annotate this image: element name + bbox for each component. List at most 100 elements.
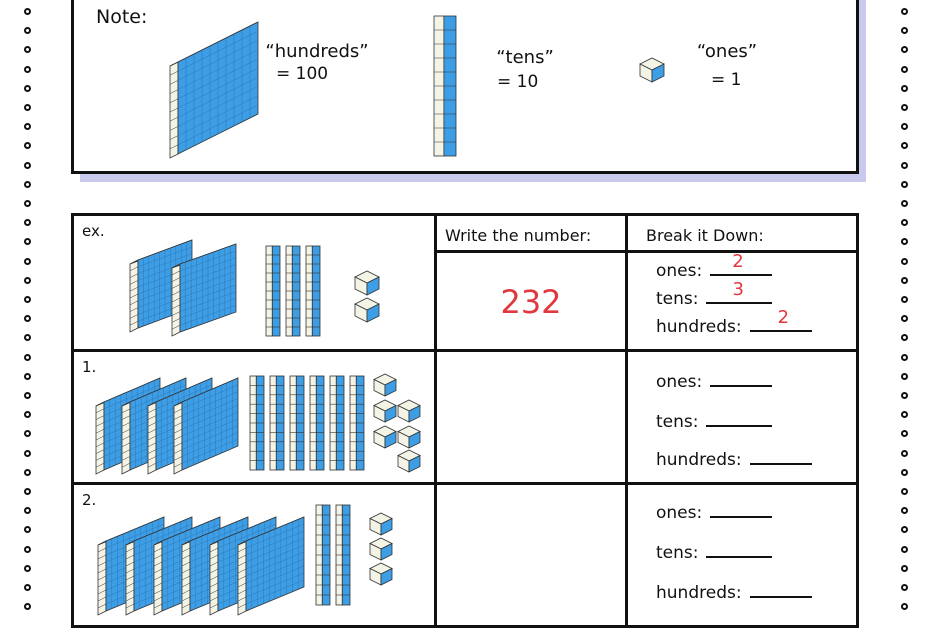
ex-tens-label: tens: xyxy=(656,289,699,309)
border-dot xyxy=(24,84,31,92)
one-cube xyxy=(397,449,421,473)
border-dot xyxy=(901,392,908,399)
border-dot xyxy=(24,219,31,227)
row2-tens-label: tens: xyxy=(656,543,699,563)
one-cube xyxy=(639,57,665,83)
border-dot xyxy=(901,296,908,303)
one-cube-block-icon xyxy=(639,57,665,83)
hundred-flat-block-icon xyxy=(169,21,259,159)
ten-rod-block-icon xyxy=(433,15,457,157)
ex-ones-blank: 2 xyxy=(710,251,773,276)
border-dot xyxy=(24,488,31,495)
example-answer-cell: 232 xyxy=(434,250,628,352)
right-dot-border xyxy=(899,0,913,620)
ex-tens-blank: 3 xyxy=(706,279,773,304)
one-cube xyxy=(369,512,393,536)
border-dot xyxy=(24,200,31,207)
ex-hundreds-value: 2 xyxy=(777,307,790,328)
example-breakdown-cell: ones:2 tens:3 hundreds:2 xyxy=(625,250,859,352)
border-dot xyxy=(901,257,908,265)
ten-rod xyxy=(249,375,265,471)
border-dot xyxy=(24,507,31,515)
border-dot xyxy=(24,65,31,73)
row1-blocks-picture xyxy=(95,373,421,475)
border-dot xyxy=(901,161,908,169)
row1-tens-blank[interactable] xyxy=(706,424,773,427)
row2-blocks-cell: 2. xyxy=(71,482,437,628)
hundred-block xyxy=(171,243,237,337)
hundred-block xyxy=(237,516,305,616)
border-dot xyxy=(901,84,908,92)
row2-ones-blank[interactable] xyxy=(710,515,773,518)
border-dot xyxy=(24,46,31,54)
ten-rod xyxy=(305,245,321,337)
border-dot xyxy=(901,27,908,35)
hundred-block xyxy=(169,21,259,159)
example-blocks-cell: ex. xyxy=(71,213,437,352)
row2-answer-cell[interactable] xyxy=(434,482,628,628)
ones-label: “ones” xyxy=(696,41,758,62)
row1-blocks-cell: 1. xyxy=(71,349,437,485)
border-dot xyxy=(24,545,31,553)
ten-rod xyxy=(335,504,351,606)
example-answer: 232 xyxy=(500,283,562,321)
ten-rod xyxy=(309,375,325,471)
border-dot xyxy=(24,411,31,419)
tens-value: = 10 xyxy=(497,72,539,92)
border-dot xyxy=(24,584,31,591)
row2-label: 2. xyxy=(82,491,97,509)
border-dot xyxy=(24,468,31,476)
border-dot xyxy=(901,507,908,515)
row2-tens-blank[interactable] xyxy=(706,555,773,558)
row1-answer-cell[interactable] xyxy=(434,349,628,485)
left-dot-border xyxy=(22,0,36,620)
note-title: Note: xyxy=(96,6,148,28)
row1-ones-label: ones: xyxy=(656,372,703,392)
ex-tens-value: 3 xyxy=(732,279,744,300)
border-dot xyxy=(901,46,908,54)
border-dot xyxy=(901,200,908,207)
border-dot xyxy=(901,276,908,284)
ten-rod xyxy=(329,375,345,471)
border-dot xyxy=(901,219,908,227)
border-dot xyxy=(24,564,31,572)
border-dot xyxy=(24,296,31,303)
border-dot xyxy=(901,603,908,611)
border-dot xyxy=(24,315,31,323)
row1-ones-blank[interactable] xyxy=(710,384,773,387)
border-dot xyxy=(901,545,908,553)
row2-blocks-picture xyxy=(97,504,393,616)
border-dot xyxy=(24,123,31,131)
row2-hundreds-blank[interactable] xyxy=(749,595,812,598)
one-cube xyxy=(354,270,380,296)
border-dot xyxy=(901,564,908,572)
ten-rod xyxy=(285,245,301,337)
border-dot xyxy=(24,276,31,284)
border-dot xyxy=(24,334,31,342)
border-dot xyxy=(24,104,31,111)
one-cube xyxy=(369,537,393,561)
ex-ones-value: 2 xyxy=(732,251,744,272)
border-dot xyxy=(901,411,908,419)
border-dot xyxy=(901,353,908,361)
hundred-block xyxy=(173,377,239,475)
row1-hundreds-blank[interactable] xyxy=(749,462,812,465)
border-dot xyxy=(901,65,908,73)
worksheet-table: ex. Write the number: Break it Down: 232… xyxy=(71,213,859,628)
border-dot xyxy=(901,8,908,15)
one-cube xyxy=(397,399,421,423)
border-dot xyxy=(24,392,31,399)
row1-hundreds-label: hundreds: xyxy=(656,450,742,470)
ones-value: = 1 xyxy=(711,70,742,90)
row2-ones-label: ones: xyxy=(656,503,703,523)
border-dot xyxy=(901,104,908,111)
one-cube xyxy=(373,399,397,423)
ex-ones-label: ones: xyxy=(656,261,703,281)
border-dot xyxy=(24,27,31,35)
border-dot xyxy=(901,315,908,323)
ten-rod xyxy=(349,375,365,471)
ten-rod xyxy=(289,375,305,471)
border-dot xyxy=(901,449,908,457)
tens-label: “tens” xyxy=(496,47,554,68)
row1-tens-label: tens: xyxy=(656,412,699,432)
